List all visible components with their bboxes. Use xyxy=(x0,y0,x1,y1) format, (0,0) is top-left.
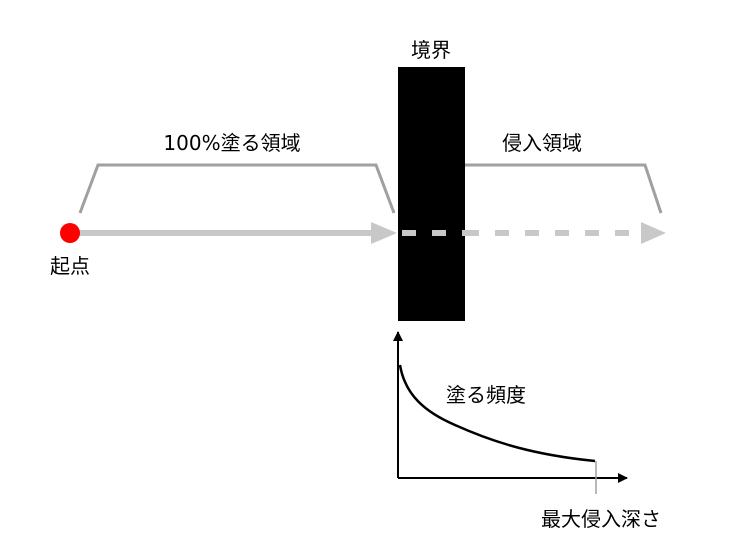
boundary-wall xyxy=(398,67,465,321)
full-coverage-region-label: 100%塗る領域 xyxy=(163,131,300,155)
start-point-dot xyxy=(60,223,80,243)
full-coverage-arrowhead xyxy=(371,222,397,244)
paint-frequency-label: 塗る頻度 xyxy=(446,383,526,407)
penetration-arrowhead xyxy=(641,222,666,244)
full-coverage-region-bracket xyxy=(78,163,396,214)
penetration-region-label: 侵入領域 xyxy=(502,131,582,155)
max-penetration-depth-label: 最大侵入深さ xyxy=(541,507,661,531)
boundary-label: 境界 xyxy=(411,38,451,62)
paint-frequency-curve xyxy=(398,364,596,463)
start-point-label: 起点 xyxy=(50,254,90,278)
